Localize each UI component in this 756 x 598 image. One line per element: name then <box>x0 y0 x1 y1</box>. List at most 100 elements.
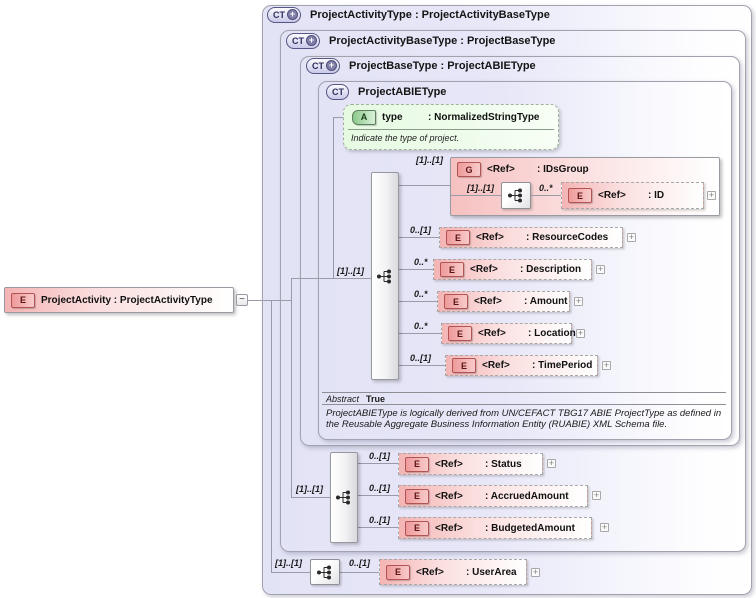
element-name: : Description <box>520 264 582 275</box>
element-ref: <Ref> <box>478 328 506 339</box>
cardinality-label: 0..* <box>414 289 428 299</box>
expand-resourcecodes-button[interactable]: + <box>627 232 636 242</box>
sequence-icon <box>508 188 522 203</box>
expand-id-button[interactable]: + <box>707 190 716 200</box>
element-location[interactable]: E <Ref> : Location <box>441 323 576 344</box>
element-accruedamount[interactable]: E <Ref> : AccruedAmount <box>398 485 588 507</box>
connector <box>291 497 330 498</box>
element-name: : AccruedAmount <box>485 490 569 502</box>
element-ref: <Ref> <box>435 522 463 534</box>
connector <box>399 269 433 270</box>
expand-description-button[interactable]: + <box>596 264 605 274</box>
expand-amount-button[interactable]: + <box>574 296 583 306</box>
sequence-icon <box>377 269 391 283</box>
cardinality-label: 0..[1] <box>369 483 391 493</box>
cardinality-label: [1]..[1] <box>337 266 364 276</box>
expand-budgetedamount-button[interactable]: + <box>600 522 609 532</box>
element-budgetedamount[interactable]: E <Ref> : BudgetedAmount <box>398 517 592 539</box>
attribute-name: type <box>382 111 403 123</box>
element-name: : Amount <box>524 296 568 307</box>
sequence-icon <box>317 565 331 579</box>
cardinality-label: [1]..[1] <box>467 183 494 193</box>
element-name: : Location <box>528 328 576 339</box>
complextype-derived-icon: CT+ <box>306 57 340 74</box>
type-title: ProjectABIEType <box>358 85 447 98</box>
connector <box>399 185 450 186</box>
group-ref: <Ref> <box>487 164 515 175</box>
divider <box>322 392 726 393</box>
element-resourcecodes[interactable]: E <Ref> : ResourceCodes <box>439 227 623 248</box>
collapse-button[interactable]: − <box>236 294 248 306</box>
element-id[interactable]: E <Ref> : ID <box>561 182 704 209</box>
connector <box>271 572 310 573</box>
cardinality-label: [1]..[1] <box>416 155 443 165</box>
element-name: : ResourceCodes <box>526 232 609 243</box>
expand-status-button[interactable]: + <box>547 458 556 468</box>
group-icon: G <box>457 162 481 177</box>
group-idsgroup[interactable]: G <Ref> : IDsGroup [1]..[1] 0..* E <Ref>… <box>450 157 720 216</box>
type-header-projectactivitybasetype: CT+ ProjectActivityBaseType : ProjectBas… <box>286 32 555 49</box>
sequence-bar <box>371 172 399 380</box>
element-status[interactable]: E <Ref> : Status <box>398 453 543 475</box>
attribute-datatype: : NormalizedStringType <box>428 111 540 123</box>
attribute-type[interactable]: A type : NormalizedStringType Indicate t… <box>343 104 559 150</box>
cardinality-label: 0..* <box>539 183 553 193</box>
element-icon: E <box>405 520 429 536</box>
element-ref: <Ref> <box>474 296 502 307</box>
element-name: : BudgetedAmount <box>485 522 575 534</box>
sequence-bar <box>330 452 358 543</box>
cardinality-label: [1]..[1] <box>296 484 323 494</box>
element-icon: E <box>452 358 476 373</box>
element-ref: <Ref> <box>482 360 510 371</box>
element-projectactivity[interactable]: E ProjectActivity : ProjectActivityType <box>4 287 234 313</box>
element-amount[interactable]: E <Ref> : Amount <box>437 291 570 312</box>
element-label: ProjectActivity : ProjectActivityType <box>41 294 213 306</box>
element-ref: <Ref> <box>435 458 463 470</box>
cardinality-label: 0..[1] <box>410 225 432 235</box>
attribute-row: A type : NormalizedStringType <box>344 105 558 129</box>
connector <box>271 300 272 572</box>
type-annotation: ProjectABIEType is logically derived fro… <box>326 408 722 430</box>
divider <box>348 129 554 130</box>
cardinality-label: 0..[1] <box>369 451 391 461</box>
cardinality-label: 0..* <box>414 257 428 267</box>
complextype-icon: CT <box>326 83 349 100</box>
connector <box>248 300 291 301</box>
type-header-projectactivitytype: CT+ ProjectActivityType : ProjectActivit… <box>267 6 550 23</box>
cardinality-label: 0..* <box>414 321 428 331</box>
attribute-doc: Indicate the type of project. <box>351 133 460 143</box>
cardinality-label: 0..[1] <box>349 558 371 568</box>
connector <box>531 195 561 196</box>
abstract-label: Abstract <box>326 394 360 404</box>
sequence-box <box>501 182 531 209</box>
element-name: : ID <box>648 190 665 201</box>
connector <box>333 117 343 118</box>
connector <box>333 117 334 278</box>
connector <box>399 333 441 334</box>
element-timeperiod[interactable]: E <Ref> : TimePeriod <box>445 355 598 376</box>
expand-accruedamount-button[interactable]: + <box>592 490 601 500</box>
element-description[interactable]: E <Ref> : Description <box>433 259 592 280</box>
ct-label: CT <box>292 35 304 46</box>
connector <box>291 278 371 279</box>
cardinality-label: 0..[1] <box>369 515 391 525</box>
element-ref: <Ref> <box>416 566 444 578</box>
cardinality-label: [1]..[1] <box>275 558 302 568</box>
complextype-derived-icon: CT+ <box>286 32 320 49</box>
abstract-value: True <box>366 394 386 404</box>
sequence-box <box>310 559 340 585</box>
plus-circle-icon: + <box>287 9 298 20</box>
connector <box>358 527 398 528</box>
expand-timeperiod-button[interactable]: + <box>602 360 611 370</box>
element-icon: E <box>386 564 410 580</box>
connector <box>340 572 379 573</box>
element-userarea[interactable]: E <Ref> : UserArea <box>379 559 527 585</box>
element-icon: E <box>448 326 472 341</box>
element-ref: <Ref> <box>476 232 504 243</box>
element-icon: E <box>444 294 468 309</box>
element-icon: E <box>405 488 429 504</box>
expand-userarea-button[interactable]: + <box>531 567 540 577</box>
expand-location-button[interactable]: + <box>576 328 585 338</box>
type-header-projectbasetype: CT+ ProjectBaseType : ProjectABIEType <box>306 57 536 74</box>
ct-label: CT <box>312 60 324 71</box>
